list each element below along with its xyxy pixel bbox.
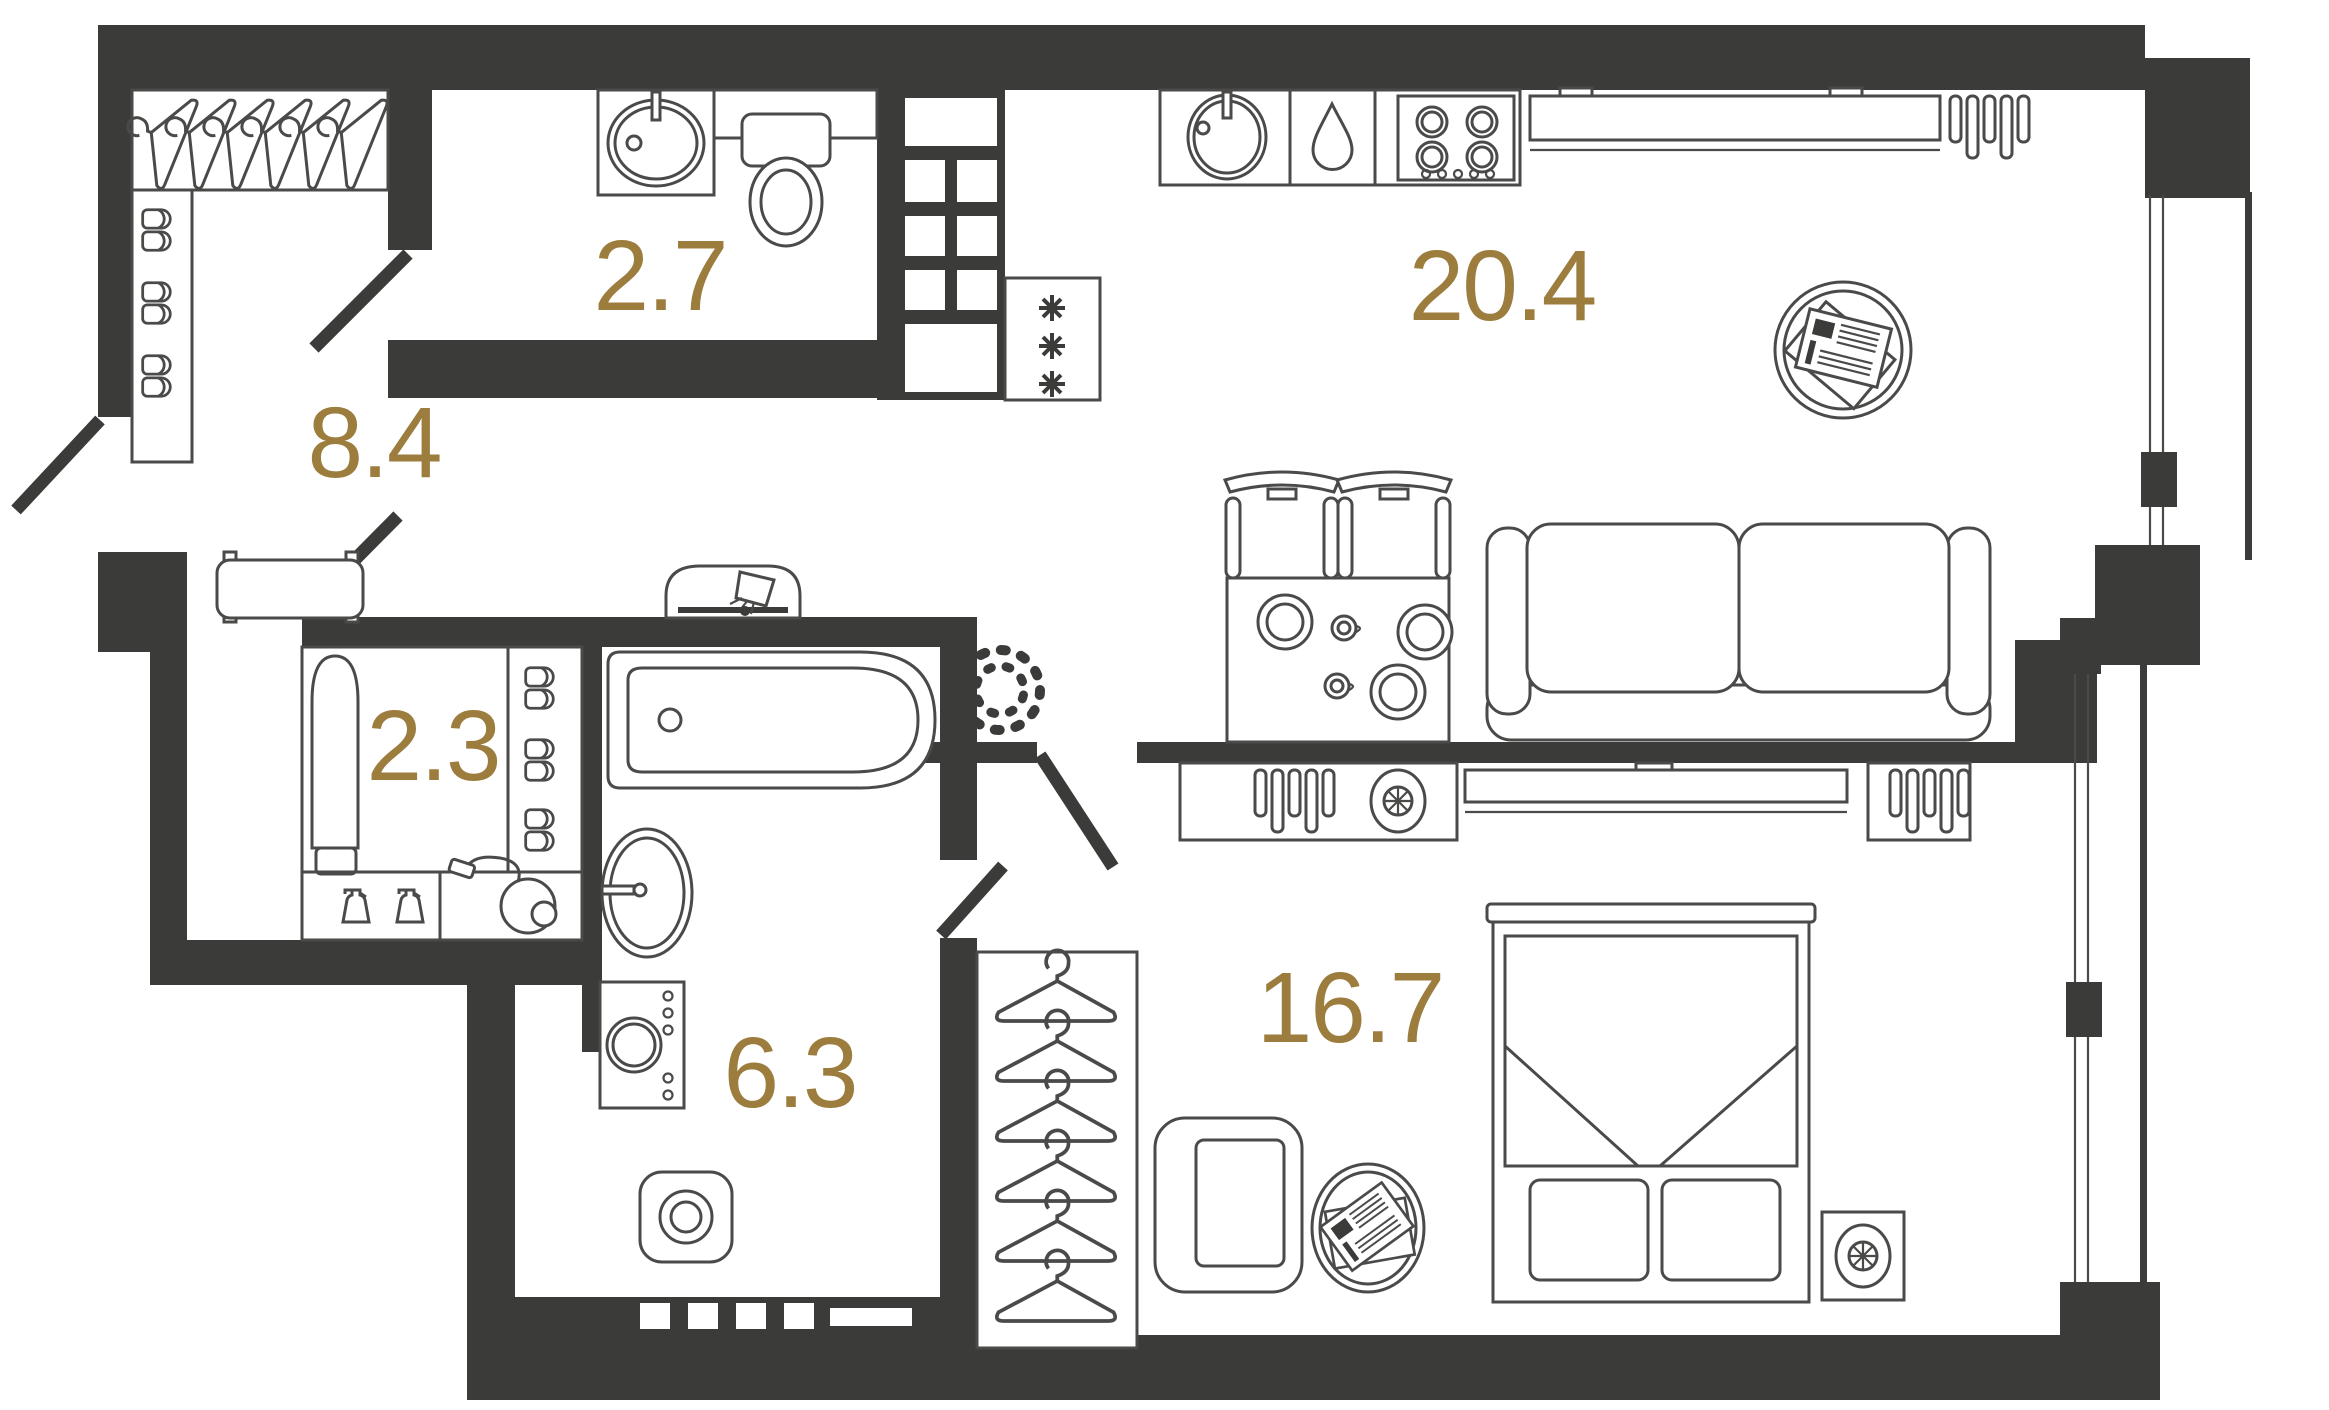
plant-icon bbox=[955, 645, 1045, 735]
vacuum-icon bbox=[438, 855, 584, 942]
window-mullion-bedroom bbox=[2066, 982, 2102, 1037]
wall-bottom-outer bbox=[467, 1335, 2160, 1400]
facade-line-bedroom bbox=[2140, 655, 2147, 1335]
bathroom-shaft-squares bbox=[640, 1303, 912, 1329]
wall-bathroom-right-lower bbox=[940, 938, 977, 1348]
wall-living-se-1 bbox=[2095, 545, 2200, 665]
windows bbox=[2073, 195, 2165, 1282]
room-label-kitchen-living: 20.4 bbox=[1409, 230, 1596, 342]
dining-table-icon bbox=[1223, 470, 1454, 744]
nightstand-icon bbox=[1820, 1210, 1906, 1302]
laundry-bag-icon bbox=[664, 564, 802, 620]
vent-shaft-icon bbox=[905, 98, 997, 392]
bathtub-icon bbox=[606, 650, 937, 790]
wall-wc-stub bbox=[388, 90, 432, 250]
bathroom-furniture bbox=[598, 564, 937, 1264]
wall-storage-bottom bbox=[150, 940, 602, 985]
desk-icon bbox=[1463, 761, 1849, 814]
radiator-icon bbox=[1948, 94, 2031, 160]
bedroom-wall-band bbox=[1178, 761, 1972, 842]
side-table-icon bbox=[1308, 1162, 1431, 1294]
fridge-icon bbox=[1003, 276, 1102, 402]
worktop-icon bbox=[1528, 86, 1942, 152]
bench-icon bbox=[215, 550, 365, 624]
radiator-icon bbox=[1253, 768, 1336, 834]
chair-icon bbox=[1335, 470, 1453, 580]
fan-icon bbox=[1834, 1223, 1892, 1289]
plate-icon bbox=[1369, 663, 1427, 721]
plate-icon bbox=[1396, 603, 1454, 661]
wall-bedroom-window-top bbox=[2060, 618, 2101, 674]
window-living bbox=[2148, 195, 2165, 545]
wall-top-right-block bbox=[2145, 58, 2250, 198]
living-furniture bbox=[955, 280, 1992, 744]
room-label-hallway: 8.4 bbox=[307, 387, 440, 499]
room-label-bathroom: 6.3 bbox=[723, 1017, 856, 1129]
washing-machine-icon bbox=[598, 980, 686, 1110]
room-label-bedroom: 16.7 bbox=[1257, 952, 1444, 1064]
bedroom-corridor-door-leaf bbox=[1034, 751, 1119, 871]
room-label-storage: 2.3 bbox=[366, 690, 499, 802]
dishwasher-icon bbox=[1288, 88, 1377, 187]
wall-storage-left bbox=[150, 552, 187, 985]
bedroom-furniture bbox=[975, 902, 1906, 1350]
wall-lowerleft-vertical bbox=[467, 985, 515, 1335]
bath-sink-icon bbox=[600, 827, 694, 959]
entry-door-leaf bbox=[11, 415, 105, 515]
wall-divider-right bbox=[1137, 742, 2015, 763]
radiator-icon bbox=[1888, 768, 1971, 834]
wall-storage-bathroom-top bbox=[302, 617, 977, 647]
bed-icon bbox=[1485, 902, 1817, 1304]
chair-icon bbox=[1223, 470, 1341, 580]
armchair-icon bbox=[1153, 1116, 1304, 1294]
plate-icon bbox=[1256, 593, 1314, 651]
wc-furniture bbox=[596, 88, 879, 248]
bathroom-door-leaf bbox=[936, 861, 1008, 940]
sofa-icon bbox=[1485, 522, 1992, 742]
facade-line-living bbox=[2245, 192, 2252, 560]
stove-icon bbox=[1373, 88, 1522, 187]
toilet-icon bbox=[740, 112, 832, 248]
wc-door-leaf bbox=[309, 249, 413, 353]
wall-bathroom-left bbox=[582, 647, 602, 1052]
wall-wc-bottom bbox=[388, 340, 897, 398]
kitchen-furniture bbox=[1003, 86, 2031, 402]
fan-icon bbox=[1369, 768, 1427, 834]
room-labels: 8.4 2.7 20.4 2.3 6.3 16.7 bbox=[307, 220, 1597, 1129]
window-bedroom bbox=[2073, 674, 2090, 1282]
coffee-table-icon bbox=[1773, 280, 1913, 420]
hallway-furniture bbox=[108, 78, 390, 624]
ironing-board-icon bbox=[310, 654, 360, 876]
spray-bottle-icon bbox=[341, 888, 425, 924]
wc-sink-icon bbox=[596, 88, 716, 197]
doors bbox=[11, 249, 1119, 940]
kitchen-sink-icon bbox=[1186, 90, 1268, 181]
wall-top bbox=[100, 25, 2145, 90]
window-mullion-living bbox=[2141, 452, 2177, 507]
wall-left-upper bbox=[98, 25, 132, 417]
room-label-wc: 2.7 bbox=[593, 220, 726, 332]
storage-furniture bbox=[300, 645, 584, 942]
toilet-icon bbox=[638, 1170, 734, 1264]
